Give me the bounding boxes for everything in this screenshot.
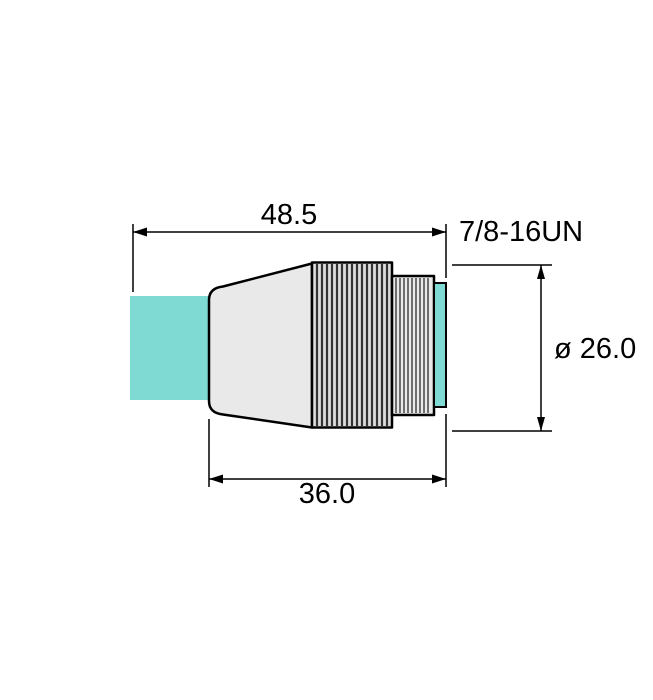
cable	[130, 296, 210, 400]
dimension-diameter: ø 26.0	[452, 264, 636, 432]
thread-spec-label: 7/8-16UN	[459, 216, 583, 248]
arrow-left	[133, 227, 147, 237]
dimension-top: 48.5	[132, 199, 447, 292]
dim-top-label: 48.5	[261, 199, 317, 231]
arrow-right	[432, 227, 446, 237]
dimension-bottom: 36.0	[208, 414, 447, 510]
arrow-left	[209, 474, 223, 484]
thread-crests	[395, 278, 429, 413]
arrow-up	[537, 265, 545, 279]
arrow-right	[432, 474, 446, 484]
connector-body	[207, 262, 314, 429]
dim-bottom-label: 36.0	[299, 478, 355, 510]
knurl-ribs	[315, 264, 389, 426]
arrow-down	[537, 417, 545, 431]
o-ring-tip	[433, 282, 447, 408]
dim-diameter-label: ø 26.0	[554, 333, 636, 365]
